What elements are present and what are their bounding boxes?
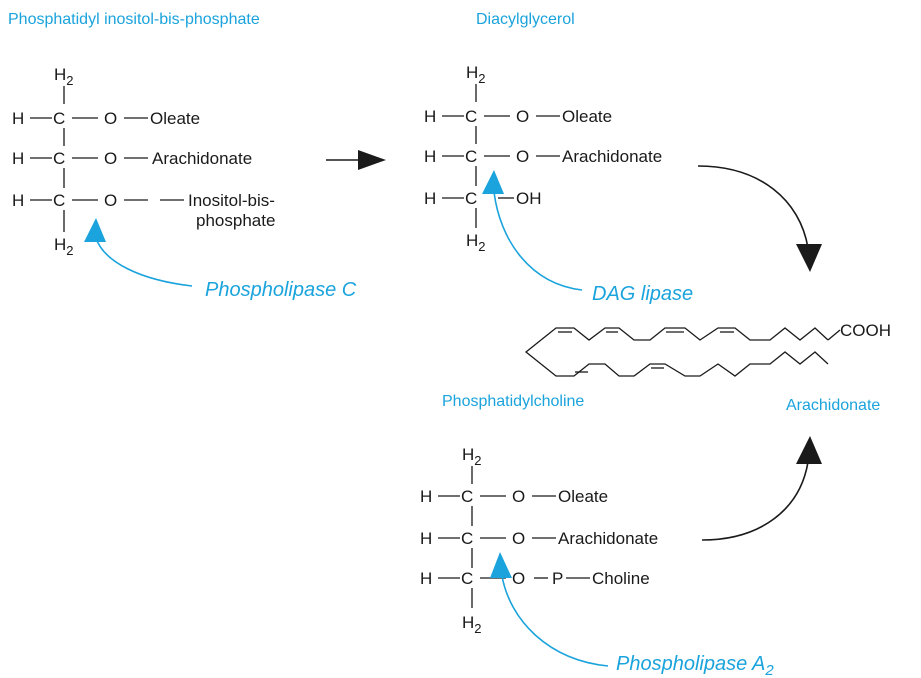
dag-h2-bottom: H2 xyxy=(466,231,486,254)
pc-structure: H2 H C O Oleate H C O Arachidonate H C O… xyxy=(420,445,658,636)
pip2-h2-bottom: H2 xyxy=(54,235,74,258)
pc-c3: C xyxy=(461,569,473,588)
pc-choline: Choline xyxy=(592,569,650,588)
pip2-o2: O xyxy=(104,149,117,168)
aa-chain-bottom xyxy=(540,351,829,377)
pc-o2: O xyxy=(512,529,525,548)
dag-lipase-arrowhead xyxy=(482,170,504,194)
pc-oleate: Oleate xyxy=(558,487,608,506)
pip2-h2: H xyxy=(12,149,24,168)
dag-c1: C xyxy=(465,107,477,126)
dag-o2: O xyxy=(516,147,529,166)
pla2-label: Phospholipase A2 xyxy=(616,653,774,678)
dag-oleate: Oleate xyxy=(562,107,612,126)
plc-arrowhead xyxy=(84,218,106,242)
pla2-arrow-line xyxy=(501,575,609,667)
plc-label: Phospholipase C xyxy=(205,279,357,301)
pip2-title: Phosphatidyl inositol-bis-phosphate xyxy=(8,11,260,28)
pip2-arachidonate: Arachidonate xyxy=(152,149,252,168)
pip2-h3: H xyxy=(12,191,24,210)
pip2-c1: C xyxy=(53,109,65,128)
aa-cooh-bond xyxy=(827,329,841,341)
pc-p: P xyxy=(552,569,563,588)
aa-cooh: COOH xyxy=(840,321,891,340)
pc-h2-top: H2 xyxy=(462,445,482,468)
pla2-arrowhead xyxy=(490,552,512,578)
pip2-o1: O xyxy=(104,109,117,128)
dag-c3: C xyxy=(465,189,477,208)
pip2-o3: O xyxy=(104,191,117,210)
dag-arachidonate: Arachidonate xyxy=(562,147,662,166)
dag-to-aa-arrowhead xyxy=(796,244,822,272)
aa-chain-top xyxy=(540,327,829,341)
dag-h3: H xyxy=(424,189,436,208)
arachidonate-title: Arachidonate xyxy=(786,397,880,414)
plc-arrow-line xyxy=(95,237,193,287)
pc-h2: H xyxy=(420,529,432,548)
dag-lipase-label: DAG lipase xyxy=(592,283,693,305)
dag-title: Diacylglycerol xyxy=(476,11,575,28)
dag-o1: O xyxy=(516,107,529,126)
pc-o3: O xyxy=(512,569,525,588)
pc-h2-bottom: H2 xyxy=(462,613,482,636)
pc-h1: H xyxy=(420,487,432,506)
dag-c2: C xyxy=(465,147,477,166)
pc-to-aa-arrowhead xyxy=(796,436,822,464)
pip2-inositol-line2: phosphate xyxy=(196,211,275,230)
pip2-inositol-line1: Inositol-bis- xyxy=(188,191,275,210)
pc-title: Phosphatidylcholine xyxy=(442,393,584,410)
pc-c2: C xyxy=(461,529,473,548)
pc-arachidonate: Arachidonate xyxy=(558,529,658,548)
pc-o1: O xyxy=(512,487,525,506)
pip2-h1: H xyxy=(12,109,24,128)
aa-chain-turn xyxy=(524,339,542,365)
pip2-h2-top: H2 xyxy=(54,65,74,88)
dag-structure: H2 H C O Oleate H C O Arachidonate H C O… xyxy=(424,63,662,254)
dag-to-aa-arrow xyxy=(697,165,809,249)
pc-h3: H xyxy=(420,569,432,588)
pip2-to-dag-arrowhead xyxy=(358,150,386,170)
arachidonate-structure: COOH xyxy=(524,321,891,377)
dag-h2: H xyxy=(424,147,436,166)
pip2-c2: C xyxy=(53,149,65,168)
pip2-oleate: Oleate xyxy=(150,109,200,128)
pip2-structure: H2 H C O Oleate H C O Arachidonate H C O… xyxy=(12,65,275,258)
pc-c1: C xyxy=(461,487,473,506)
dag-lipase-arrow-line xyxy=(493,191,583,291)
pip2-c3: C xyxy=(53,191,65,210)
dag-h1: H xyxy=(424,107,436,126)
dag-h2-top: H2 xyxy=(466,63,486,86)
pc-to-aa-arrow xyxy=(701,461,809,541)
dag-oh: OH xyxy=(516,189,542,208)
